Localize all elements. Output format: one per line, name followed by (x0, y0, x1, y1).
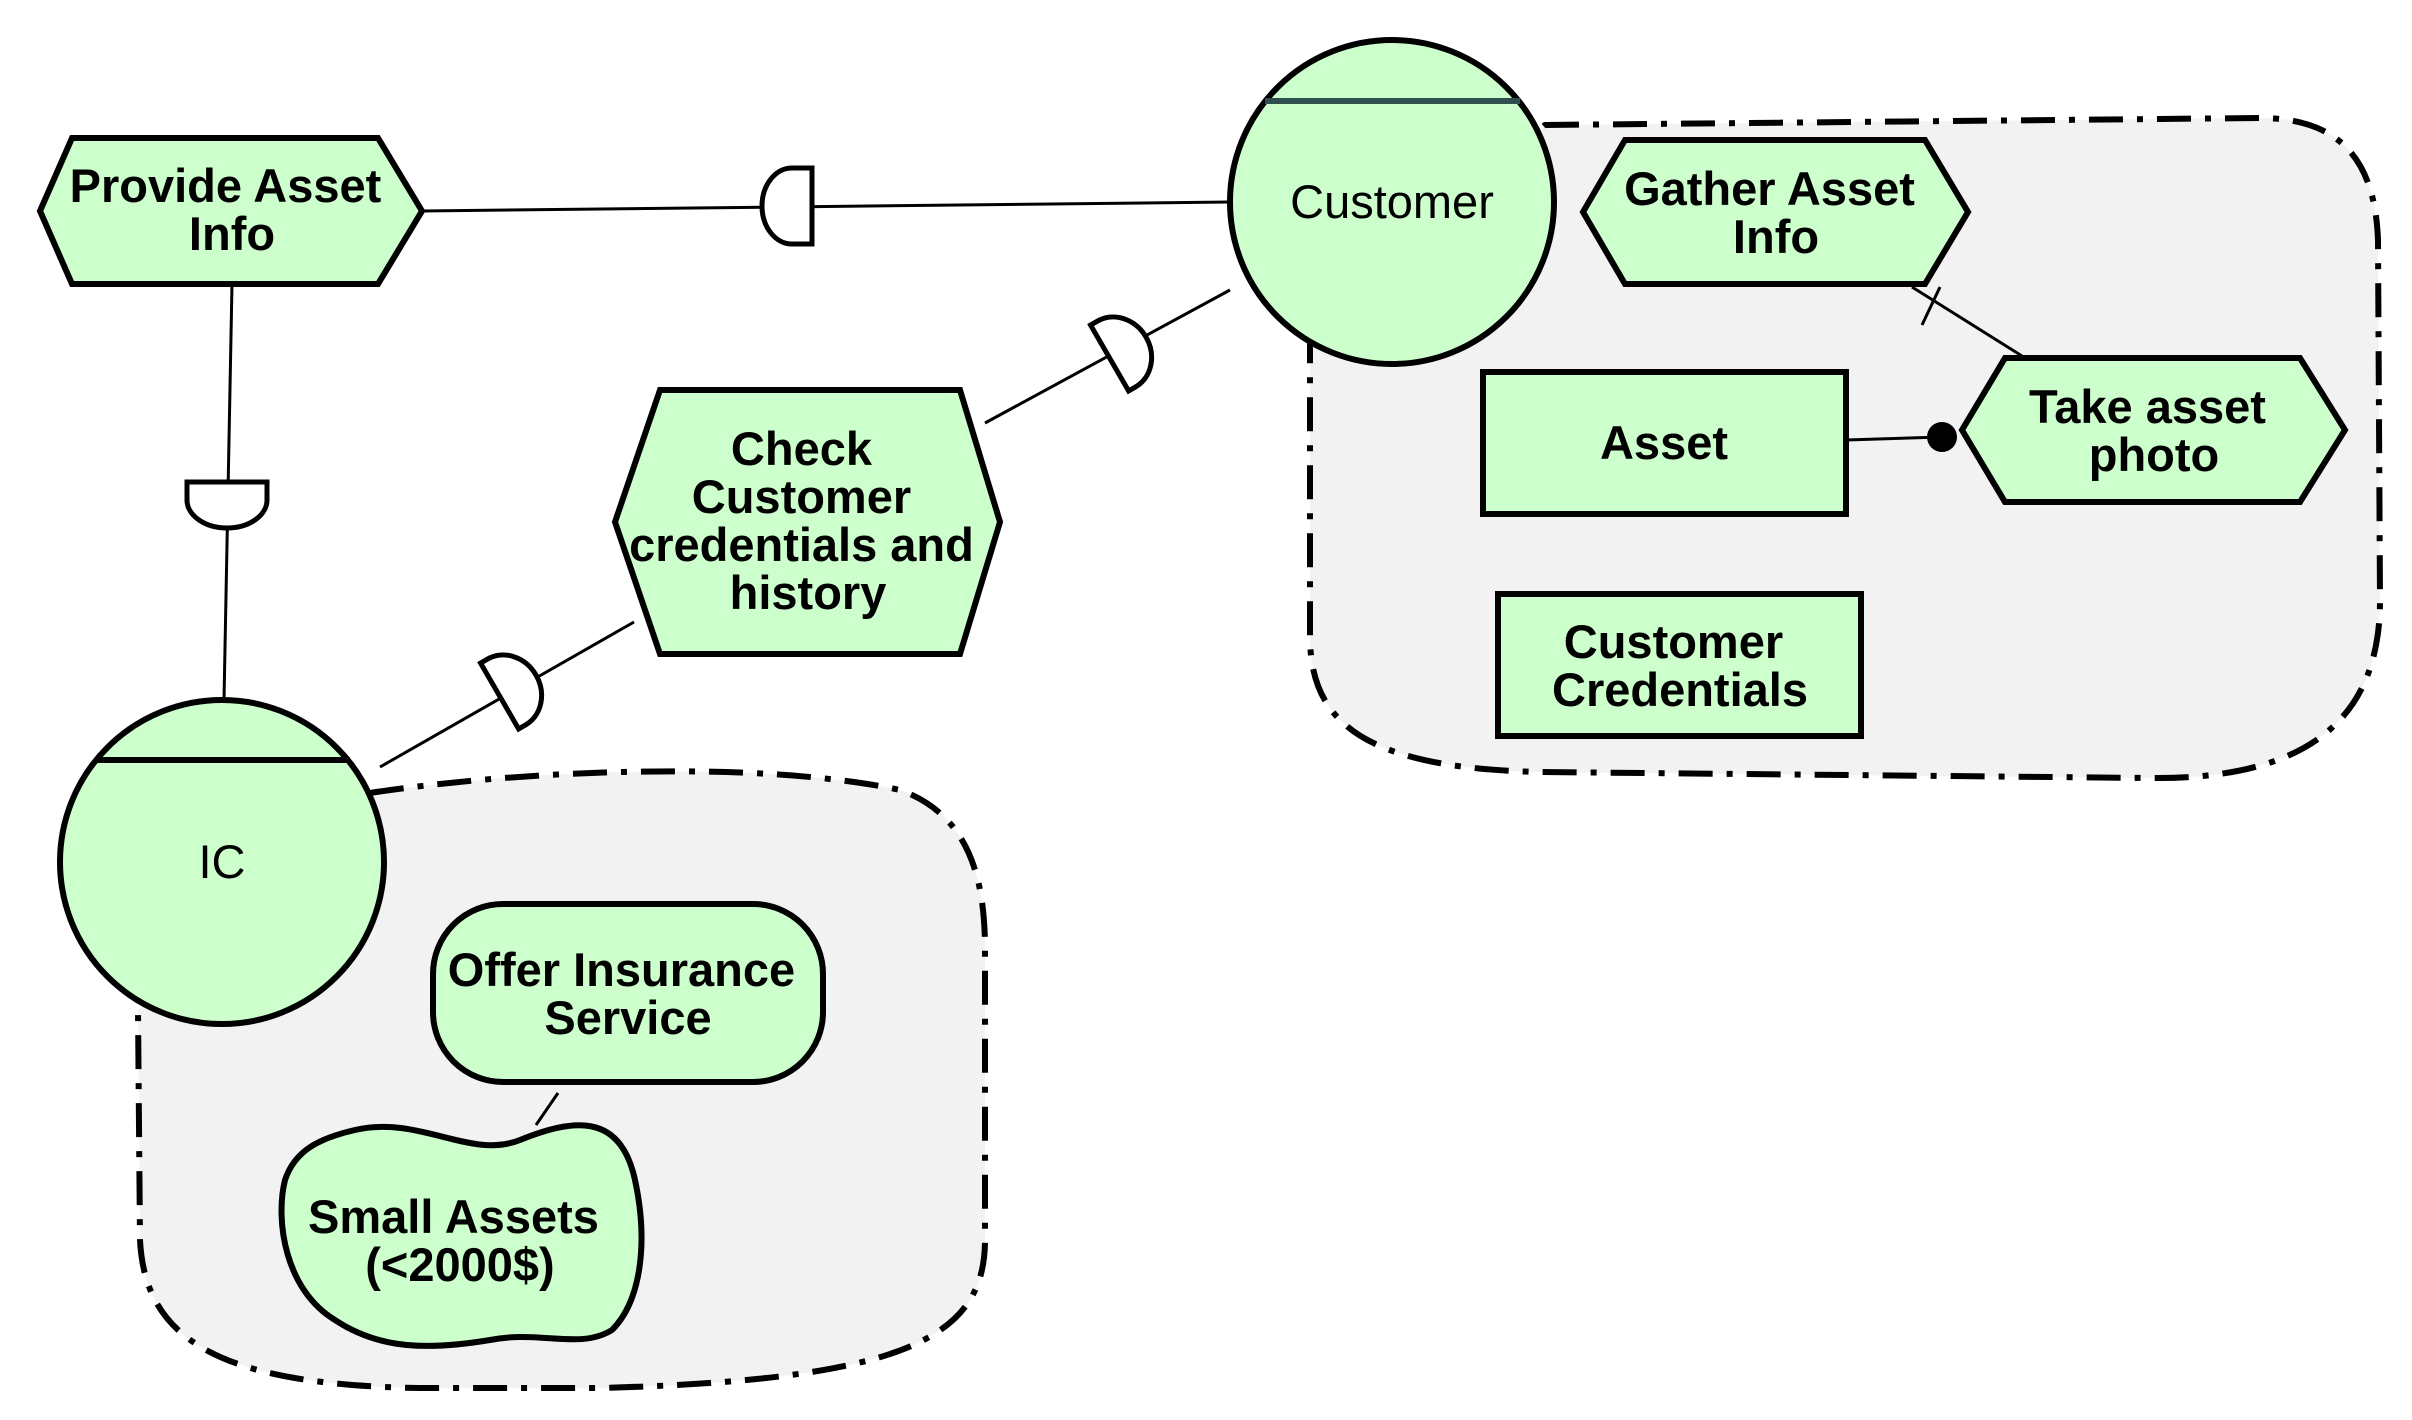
svg-text:Take asset photo: Take asset photo (2029, 380, 2279, 481)
link-gather-to-take (1911, 285, 2023, 358)
contribution-dot (1927, 422, 1957, 452)
node-line: Info (1733, 210, 1819, 263)
dependency-marker-left (184, 479, 270, 531)
dependency-marker-lower-diagonal (477, 652, 545, 733)
resource-asset[interactable]: Asset (1480, 369, 1849, 517)
node-line: (<2000$) (365, 1238, 554, 1291)
resource-customer-credentials[interactable]: Customer Credentials (1495, 591, 1864, 739)
goal-offer-insurance[interactable]: Offer Insurance Service (430, 901, 826, 1085)
softgoal-small-assets[interactable]: Small Assets (<2000$) (278, 1122, 645, 1349)
node-line: Provide Asset (70, 159, 382, 212)
svg-text:Gather Asset Info: Gather Asset Info (1624, 162, 1928, 263)
node-line: Check (731, 422, 873, 475)
node-line: Small Assets (308, 1190, 599, 1243)
svg-text:Small Assets (<2000$): Small Assets (<2000$) (308, 1190, 612, 1291)
node-line: history (730, 566, 887, 619)
node-line: credentials and (629, 518, 974, 571)
svg-text:Provide Asset Info: Provide Asset Info (70, 159, 395, 260)
node-line: Take asset (2029, 380, 2266, 433)
task-take-asset-photo[interactable]: Take asset photo (1958, 355, 2349, 505)
svg-text:Customer Credentials: Customer Credentials (1552, 615, 1808, 716)
task-gather-asset-info[interactable]: Gather Asset Info (1579, 137, 1972, 287)
actor-customer-label: Customer (1290, 175, 1494, 228)
task-check-customer[interactable]: Check Customer credentials and history (611, 387, 1004, 657)
actor-customer[interactable]: Customer (1227, 37, 1557, 367)
task-provide-asset-info[interactable]: Provide Asset Info (36, 135, 426, 287)
node-line: Info (189, 207, 275, 260)
svg-text:Offer Insurance Service: Offer Insurance Service (448, 943, 808, 1044)
link-provide-to-customer (421, 200, 1231, 213)
node-line: Service (544, 991, 711, 1044)
node-line: photo (2089, 428, 2220, 481)
node-line: Customer (692, 470, 911, 523)
node-line: Credentials (1552, 663, 1808, 716)
decomposition-tick (1920, 286, 1942, 326)
dependency-marker-top (759, 165, 815, 247)
link-softgoal-to-goal (534, 1092, 560, 1126)
node-line: Gather Asset (1624, 162, 1915, 215)
node-line: Customer (1564, 615, 1783, 668)
node-line: Asset (1600, 416, 1728, 469)
actor-ic[interactable]: IC (57, 697, 387, 1027)
node-line: Offer Insurance (448, 943, 795, 996)
svg-text:Check Customer cre: Check Customer credentials and history (629, 422, 987, 619)
actor-ic-label: IC (199, 835, 246, 888)
dependency-marker-upper-diagonal (1087, 314, 1155, 395)
link-asset-to-take (1845, 435, 1943, 442)
